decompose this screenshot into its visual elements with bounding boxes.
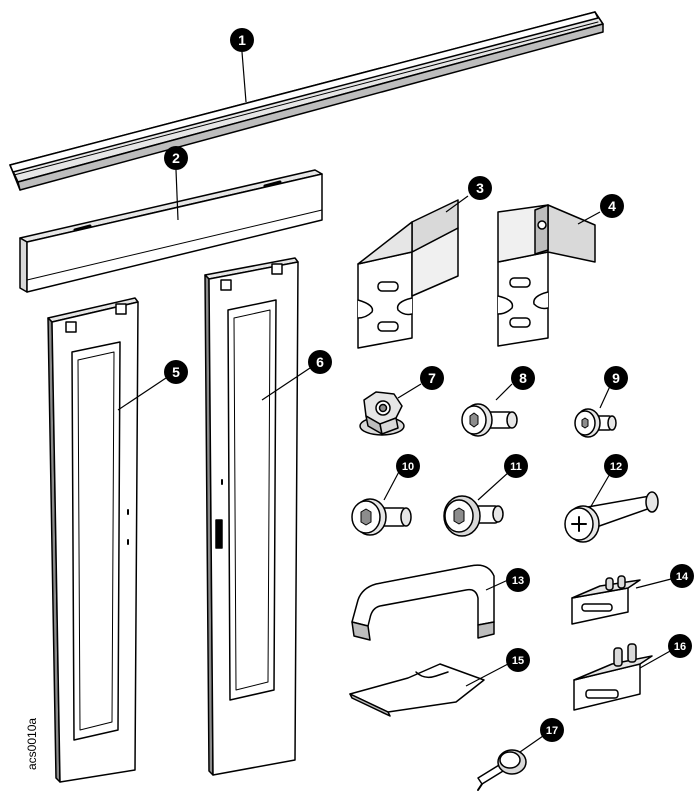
callout-14-label: 14 [676,571,689,583]
callout-11-label: 11 [510,461,522,473]
part-bracket-right [497,204,596,347]
callout-16: 16 [668,634,692,658]
callout-7: 7 [420,366,444,390]
part-bracket-left [357,199,459,349]
callout-16-label: 16 [674,641,686,653]
callout-group: 1 2 3 4 5 6 7 8 [164,28,694,742]
callout-3: 3 [468,176,492,200]
callout-5-label: 5 [172,364,180,380]
part-top-cover-panel [19,169,323,293]
callout-9: 9 [604,366,628,390]
part-screw-10 [351,498,412,536]
callout-1-label: 1 [238,32,246,48]
part-handle [351,564,495,641]
part-shim-plate [349,663,485,717]
callout-10: 10 [396,454,420,478]
callout-13-label: 13 [512,575,524,587]
callout-4: 4 [600,194,624,218]
part-screw-11 [443,495,504,537]
part-hex-nut [359,391,405,436]
callout-8: 8 [511,366,535,390]
part-key [477,749,527,791]
part-rail [9,11,604,191]
part-screw-8 [461,403,518,437]
part-screw-12 [564,491,659,543]
callout-15-label: 15 [512,655,524,667]
callout-14: 14 [670,564,694,588]
callout-13: 13 [506,568,530,592]
part-side-panel-left [47,297,139,783]
callout-2-label: 2 [172,150,180,166]
callout-11: 11 [504,454,528,478]
callout-15: 15 [506,648,530,672]
part-screw-9 [574,408,617,438]
callout-8-label: 8 [519,370,527,386]
figure-code: acs0010a [25,718,39,770]
callout-12: 12 [604,454,628,478]
part-clip-16 [573,643,653,711]
callout-5: 5 [164,360,188,384]
callout-10-label: 10 [402,461,414,473]
callout-6: 6 [308,350,332,374]
callout-17-label: 17 [546,725,558,737]
callout-1: 1 [230,28,254,52]
callout-4-label: 4 [608,198,616,214]
part-clip-14 [571,575,641,625]
callout-7-label: 7 [428,370,436,386]
callout-3-label: 3 [476,180,484,196]
callout-6-label: 6 [316,354,324,370]
callout-12-label: 12 [610,461,622,473]
callout-2: 2 [164,146,188,170]
callout-9-label: 9 [612,370,620,386]
part-side-panel-right [204,257,299,776]
callout-17: 17 [540,718,564,742]
